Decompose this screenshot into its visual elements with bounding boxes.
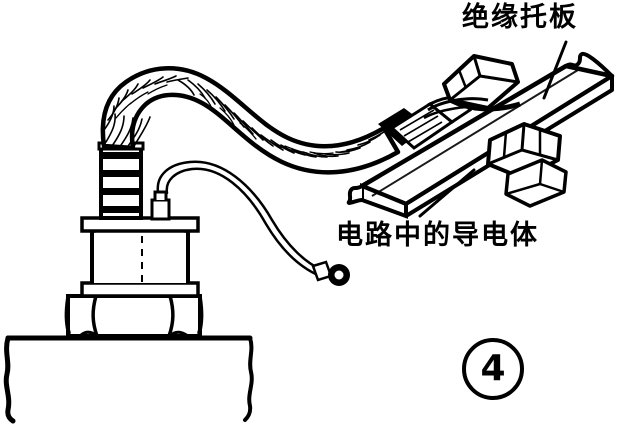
braided-ground-strap [100,66,401,175]
ribbed-insulator-sleeve [97,141,145,220]
mounting-surface [3,335,254,424]
leader-lines [418,40,568,218]
washer-stack [423,97,493,120]
lower-washer-flange [80,281,200,298]
insulator-body [90,227,190,283]
label-circuit-conductor: 电路中的导电体 [336,220,539,251]
figure-number-badge: 4 [462,338,524,400]
hex-nut-underside [486,122,568,208]
terminal-post [150,190,171,221]
label-insulating-board: 绝缘托板 [462,2,578,33]
ring-terminal-wire [156,160,350,286]
hex-nut-base [64,292,204,338]
